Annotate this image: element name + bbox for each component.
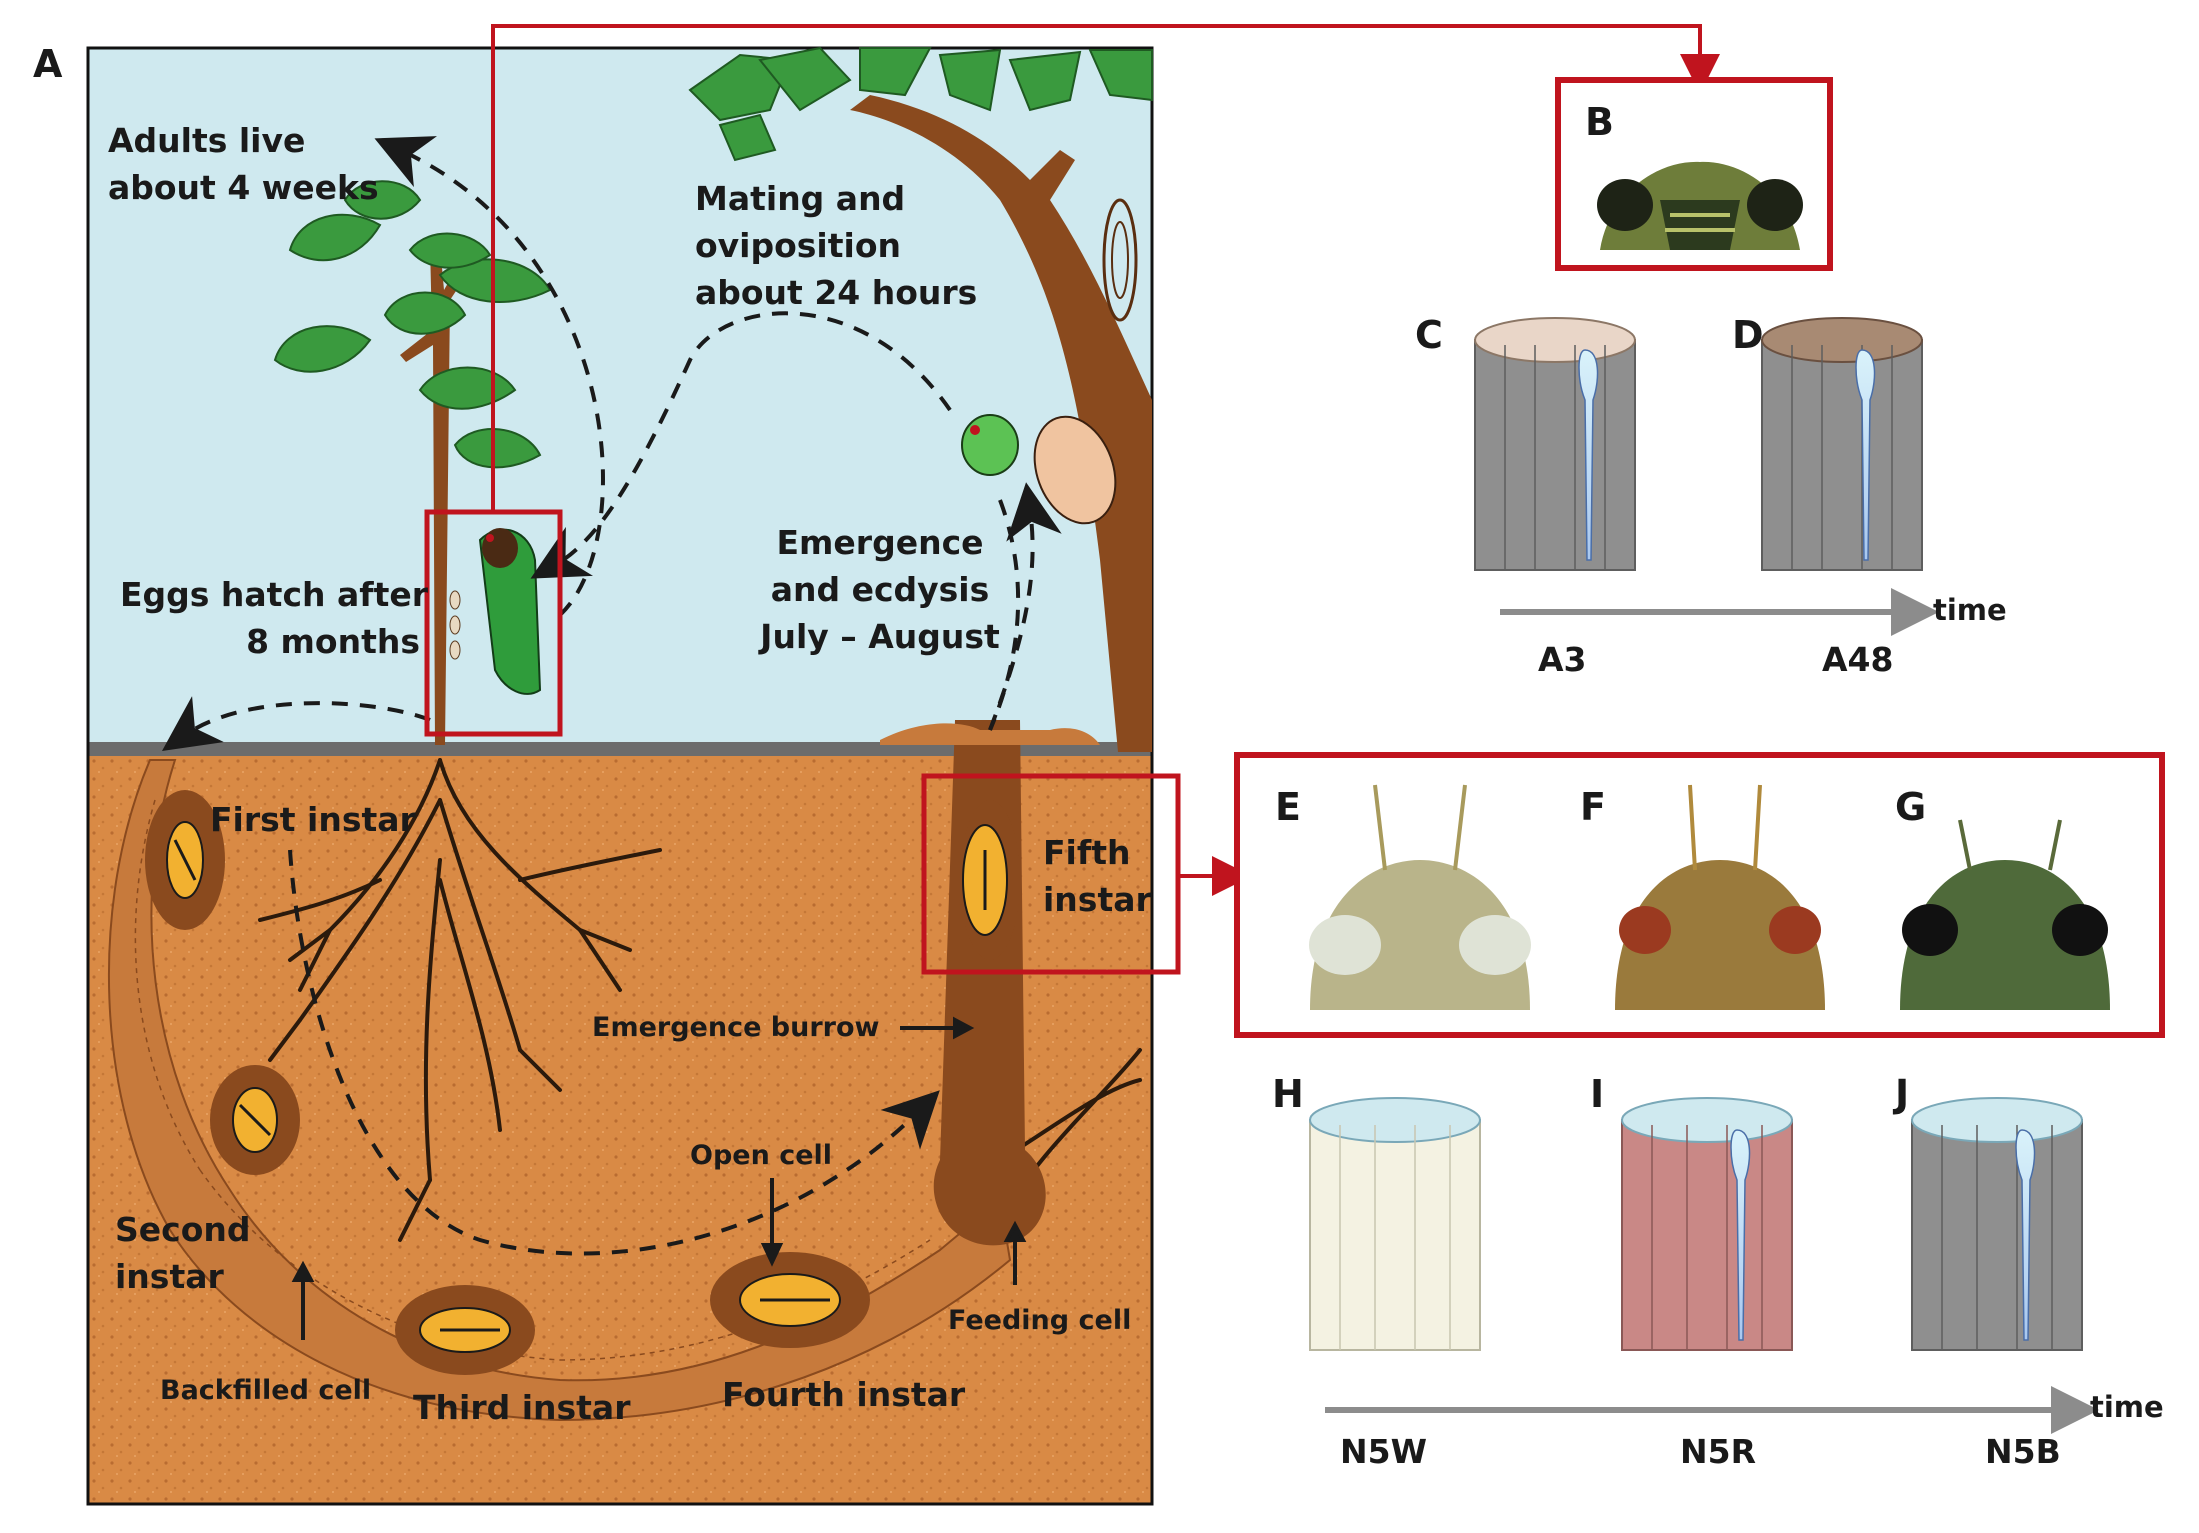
panel-letter-g: G	[1895, 785, 1927, 829]
panel-letter-j: J	[1895, 1072, 1910, 1116]
label-third-instar: Third instar	[413, 1388, 631, 1427]
ground-surface	[88, 742, 1152, 756]
ommatidia-j	[1911, 1097, 2083, 1351]
life-cycle-arrows	[161, 136, 1062, 1256]
label-n5r: N5R	[1680, 1432, 1756, 1471]
label-a3: A3	[1538, 640, 1587, 679]
connectors	[491, 24, 1720, 896]
panel-letter-h: H	[1272, 1072, 1304, 1116]
label-adult-time: time	[1933, 593, 2007, 627]
ommatidia-c	[1474, 317, 1636, 571]
panel-letter-e: E	[1275, 785, 1301, 829]
label-fourth-instar: Fourth instar	[722, 1375, 966, 1414]
ommatidia-d	[1761, 317, 1923, 571]
small-tree	[273, 180, 552, 745]
panel-letter-b: B	[1585, 100, 1614, 144]
label-backfilled-cell: Backfilled cell	[160, 1375, 372, 1406]
label-n5b: N5B	[1985, 1432, 2061, 1471]
adult-cicada-on-stem	[478, 528, 542, 695]
label-a48: A48	[1822, 640, 1894, 679]
label-nymph-time: time	[2090, 1390, 2164, 1424]
label-emergence-burrow: Emergence burrow	[592, 1012, 880, 1043]
panel-letter-c: C	[1415, 313, 1443, 357]
panel-letter-a: A	[33, 42, 63, 86]
adult-head-photo	[1597, 161, 1803, 250]
label-first-instar: First instar	[210, 800, 416, 839]
label-open-cell: Open cell	[690, 1140, 833, 1171]
life-cycle-panel	[86, 46, 1181, 1506]
label-n5w: N5W	[1340, 1432, 1427, 1471]
panel-letter-i: I	[1590, 1072, 1605, 1116]
nymph-head-white	[1309, 784, 1531, 1010]
ommatidia-i	[1621, 1097, 1793, 1351]
nymph-tunnel	[108, 720, 1100, 1422]
panel-letter-f: F	[1580, 785, 1606, 829]
ommatidia-h	[1309, 1097, 1481, 1351]
nymph-head-black	[1900, 819, 2110, 1010]
nymph-head-red	[1615, 784, 1825, 1010]
panel-letter-d: D	[1732, 313, 1764, 357]
label-feeding-cell: Feeding cell	[948, 1305, 1132, 1336]
large-tree	[688, 46, 1153, 752]
